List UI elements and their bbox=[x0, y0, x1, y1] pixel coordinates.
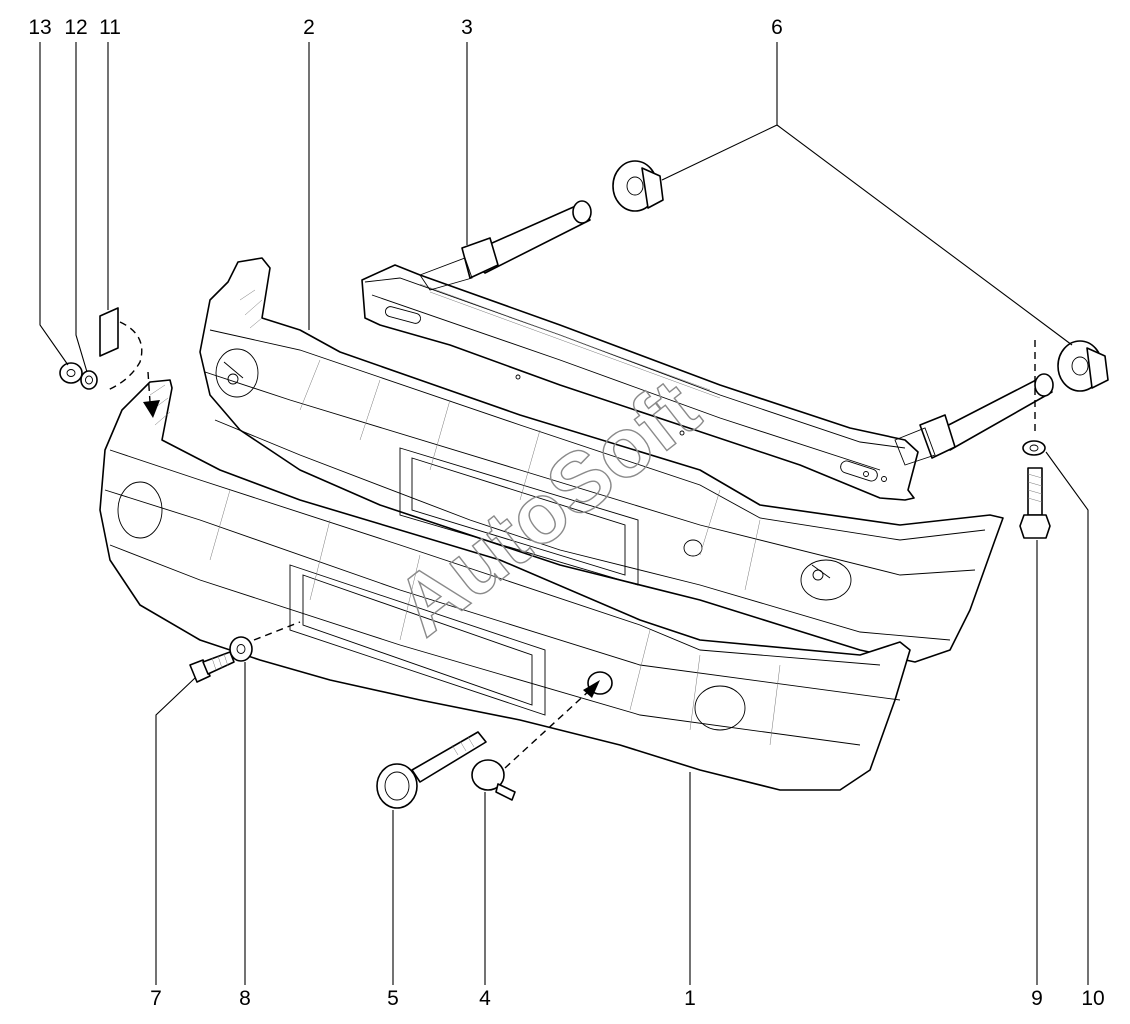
bolt-insertion-path bbox=[253, 621, 301, 641]
spring-washer bbox=[1022, 440, 1046, 456]
clip-nut bbox=[80, 370, 98, 390]
plug-insertion-path bbox=[504, 689, 591, 769]
assembly-arrow-head bbox=[143, 400, 160, 418]
leader-lines bbox=[39, 42, 1089, 985]
plug-arrow-head bbox=[583, 680, 600, 698]
callout-11: 11 bbox=[99, 16, 121, 39]
callout-8: 8 bbox=[239, 987, 251, 1010]
hex-bolt-small bbox=[189, 651, 235, 683]
callout-2: 2 bbox=[303, 16, 315, 39]
callout-3: 3 bbox=[461, 16, 473, 39]
callout-6: 6 bbox=[771, 16, 783, 39]
assembly-path-arrow bbox=[147, 371, 151, 403]
flat-washer-small bbox=[59, 362, 83, 384]
bracket-tube-left bbox=[419, 200, 592, 291]
callout-labels: 13 12 11 2 3 6 7 8 5 4 1 9 10 bbox=[28, 16, 1104, 1010]
callout-5: 5 bbox=[387, 987, 399, 1010]
bumper-cover-upper bbox=[199, 257, 1004, 663]
rubber-bushing-right bbox=[1057, 340, 1109, 392]
tow-hole-plug bbox=[471, 759, 516, 801]
callout-10: 10 bbox=[1081, 987, 1104, 1010]
callout-7: 7 bbox=[150, 987, 162, 1010]
mounting-bolt bbox=[1019, 467, 1051, 539]
bumper-cover-lower bbox=[99, 379, 911, 791]
rubber-bushing-left bbox=[612, 160, 664, 212]
bumper-reinforcement-beam bbox=[361, 264, 919, 501]
callout-4: 4 bbox=[479, 987, 491, 1010]
assembly-path-clip bbox=[107, 321, 143, 391]
bracket-tube-right bbox=[894, 373, 1054, 466]
callout-13: 13 bbox=[28, 16, 51, 39]
callout-1: 1 bbox=[684, 987, 696, 1010]
clip-plate bbox=[99, 307, 119, 357]
callout-9: 9 bbox=[1031, 987, 1043, 1010]
callout-12: 12 bbox=[64, 16, 87, 39]
toothed-washer bbox=[229, 636, 253, 662]
towing-eye bbox=[376, 731, 487, 809]
